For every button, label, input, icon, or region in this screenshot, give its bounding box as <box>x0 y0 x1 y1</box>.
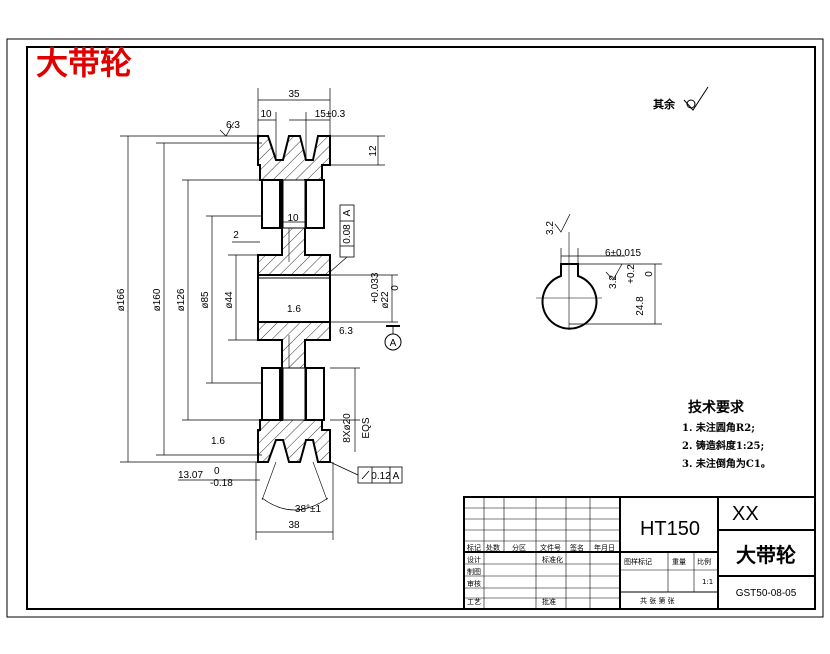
dim-12: 12 <box>368 145 379 157</box>
svg-text:A: A <box>342 209 353 216</box>
dim-holes: 8Xø20 <box>342 413 353 443</box>
dim-13-07-tol-lo: -0.18 <box>210 478 233 489</box>
tolerance-frame-12: 0.12 A <box>329 461 403 484</box>
tb-process: 工艺 <box>467 598 481 606</box>
tech-line-3: 3. 未注倒角为C1。 <box>682 457 771 470</box>
top-dimensions <box>232 88 385 243</box>
svg-text:A: A <box>393 471 400 482</box>
tb-check: 审核 <box>467 579 481 588</box>
dim-38-lines <box>255 462 334 540</box>
inner-frame <box>26 46 816 610</box>
roughness-symbol-icon <box>683 86 709 111</box>
roughness-1-6-b: 1.6 <box>211 436 225 447</box>
dim-d126: ø126 <box>176 288 187 311</box>
dim-10-web: 10 <box>287 213 299 224</box>
bore-dimension <box>330 274 398 323</box>
tb-scale-val: 1:1 <box>702 578 713 586</box>
roughness-6-3-b: 6.3 <box>339 326 353 337</box>
roughness-1-6-a: 1.6 <box>287 304 301 315</box>
tb-design: 设计 <box>467 555 481 564</box>
dim-key-24-8: 24.8 <box>635 296 646 316</box>
tb-h-sign: 签名 <box>570 543 584 552</box>
tb-sheets: 共 张 第 张 <box>640 596 675 605</box>
dim-2: 2 <box>233 230 239 241</box>
dim-d22-tol-lo: 0 <box>390 285 401 291</box>
svg-text:0.12: 0.12 <box>371 471 391 482</box>
tb-name: 大带轮 <box>736 543 796 567</box>
dim-d44: ø44 <box>224 291 235 309</box>
dim-d160: ø160 <box>152 288 163 311</box>
tb-standard: 标准化 <box>542 555 563 564</box>
svg-text:A: A <box>390 338 397 349</box>
tb-code: GST50-08-05 <box>736 588 797 599</box>
roughness-3-2-a: 3.2 <box>545 221 556 235</box>
tb-material: HT150 <box>640 518 700 540</box>
tb-weight: 重量 <box>672 558 686 566</box>
tb-h-mark: 标记 <box>467 543 481 552</box>
outer-frame <box>6 38 824 618</box>
tb-h-doc: 文件号 <box>540 543 561 552</box>
tb-h-zone: 分区 <box>512 543 526 552</box>
tb-h-date: 年月日 <box>594 543 615 552</box>
dim-d85: ø85 <box>200 291 211 309</box>
tb-draw: 制图 <box>467 567 481 576</box>
surface-other-label: 其余 <box>653 97 676 111</box>
keyway-view <box>536 213 662 330</box>
tech-line-1: 1. 未注圆角R2; <box>682 421 755 434</box>
datum-a: A <box>384 325 402 351</box>
dim-13-07: 13.07 <box>178 470 203 481</box>
pulley-section-view <box>257 135 331 463</box>
dim-eqs: EQS <box>361 417 372 438</box>
tb-approve: 批准 <box>542 597 556 606</box>
roughness-6-3-a: 6.3 <box>226 120 240 131</box>
tech-heading: 技术要求 <box>688 399 745 416</box>
dim-d22-tol-up: +0.033 <box>370 272 381 303</box>
svg-text:0.08: 0.08 <box>342 224 353 244</box>
tb-scale: 比例 <box>697 557 711 566</box>
tb-stage-mark: 图样标记 <box>624 557 652 566</box>
tolerance-frame-08: 0.08 A <box>329 204 355 273</box>
dim-key-6: 6±0.015 <box>605 248 642 259</box>
holes-dimension <box>330 367 360 452</box>
dim-10-top: 10 <box>260 109 272 120</box>
dim-angle: 38°±1 <box>295 504 322 515</box>
dim-35: 35 <box>288 89 300 100</box>
dim-d22: ø22 <box>380 291 391 309</box>
dim-13-07-tol-up: 0 <box>214 466 220 477</box>
dim-key-24-8-up: +0.2 <box>626 264 637 284</box>
tech-line-2: 2. 铸造斜度1:25; <box>682 439 764 452</box>
dim-d166: ø166 <box>116 288 127 311</box>
dim-key-24-8-lo: 0 <box>644 271 655 277</box>
title-block <box>463 496 816 610</box>
dim-15: 15±0.3 <box>315 109 346 120</box>
tb-h-count: 处数 <box>486 543 500 552</box>
red-title: 大带轮 <box>36 44 132 82</box>
tb-company: XX <box>732 503 759 525</box>
dim-38: 38 <box>288 520 300 531</box>
roughness-3-2-b: 3.2 <box>608 275 619 289</box>
diameter-dimensions <box>120 135 262 463</box>
